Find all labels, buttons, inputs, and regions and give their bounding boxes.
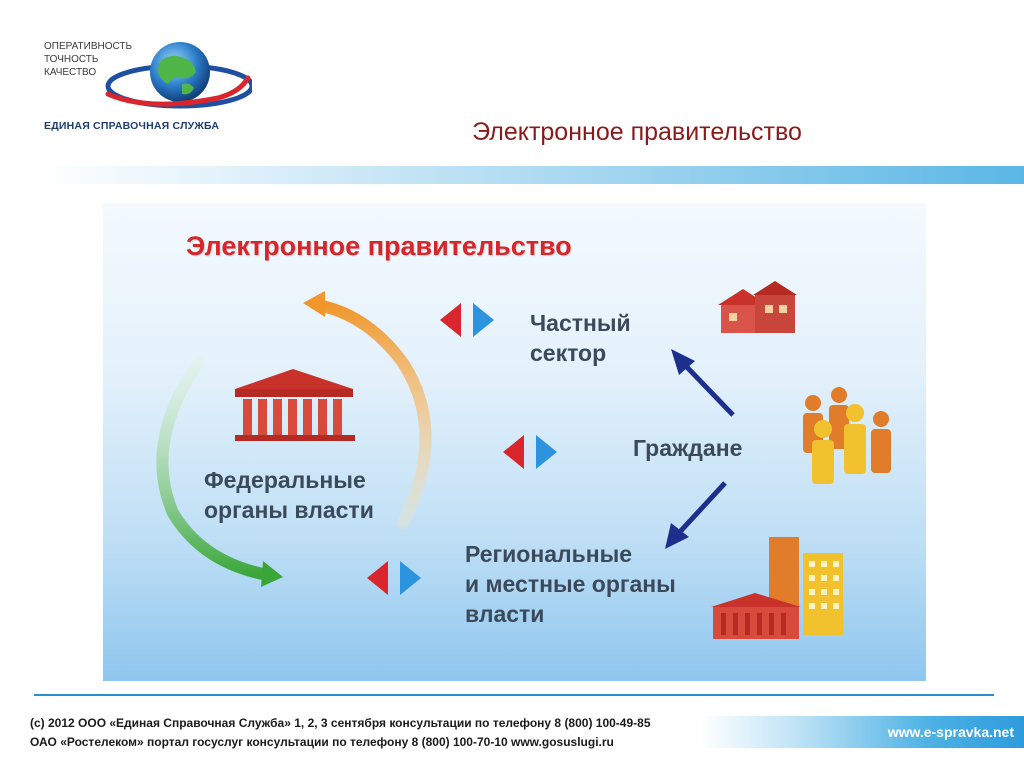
citizens-label: Граждане bbox=[633, 435, 743, 461]
arrow-to-private-sector bbox=[671, 349, 735, 417]
private-label-line: сектор bbox=[530, 340, 607, 366]
e-government-diagram: Электронное правительство Федеральные ор… bbox=[103, 203, 926, 681]
orange-cycle-arrow bbox=[303, 291, 432, 529]
logo-name: ЕДИНАЯ СПРАВОЧНАЯ СЛУЖБА bbox=[44, 120, 220, 132]
footer-text: (c) 2012 ООО «Единая Справочная Служба» … bbox=[30, 714, 651, 752]
private-house-icon bbox=[718, 281, 797, 333]
regional-label-line: Региональные bbox=[465, 541, 633, 567]
footer-divider bbox=[34, 694, 994, 696]
title-divider-band bbox=[40, 166, 1024, 184]
footer-line-1: (c) 2012 ООО «Единая Справочная Служба» … bbox=[30, 716, 651, 730]
logo-tagline-line: ТОЧНОСТЬ bbox=[44, 54, 99, 65]
federal-label-line: органы власти bbox=[204, 497, 374, 523]
regional-authorities-label: Региональные и местные органы власти bbox=[465, 539, 676, 629]
footer-line-2: ОАО «Ростелеком» портал госуслуг консуль… bbox=[30, 735, 614, 749]
private-sector-label: Частный сектор bbox=[530, 308, 631, 368]
regional-label-line: и местные органы bbox=[465, 571, 676, 597]
regional-label-line: власти bbox=[465, 601, 545, 627]
arrow-to-regional bbox=[665, 481, 727, 549]
diagram-title: Электронное правительство bbox=[186, 231, 572, 261]
logo-tagline: ОПЕРАТИВНОСТЬ ТОЧНОСТЬ КАЧЕСТВО bbox=[44, 40, 132, 79]
federal-authorities-label: Федеральные органы власти bbox=[204, 465, 374, 525]
green-cycle-arrow bbox=[156, 357, 283, 587]
slide-title: Электронное правительство bbox=[472, 118, 802, 146]
exchange-arrows-private bbox=[440, 303, 494, 337]
private-label-line: Частный bbox=[530, 310, 631, 336]
footer-url-link[interactable]: www.e-spravka.net bbox=[887, 724, 1014, 740]
federal-label-line: Федеральные bbox=[204, 467, 366, 493]
footer-band: www.e-spravka.net bbox=[700, 716, 1024, 748]
citizens-people-icon bbox=[803, 387, 891, 484]
exchange-arrows-regional bbox=[367, 561, 421, 595]
logo-tagline-line: ОПЕРАТИВНОСТЬ bbox=[44, 41, 133, 52]
regional-buildings-icon bbox=[711, 537, 843, 639]
company-logo: ОПЕРАТИВНОСТЬ ТОЧНОСТЬ КАЧЕСТВО ЕДИНАЯ С… bbox=[40, 36, 255, 136]
exchange-arrows-citizens bbox=[503, 435, 557, 469]
globe-icon bbox=[105, 42, 252, 109]
diagram-graphics bbox=[156, 281, 891, 639]
logo-tagline-line: КАЧЕСТВО bbox=[44, 67, 97, 78]
federal-building-icon bbox=[235, 369, 355, 441]
